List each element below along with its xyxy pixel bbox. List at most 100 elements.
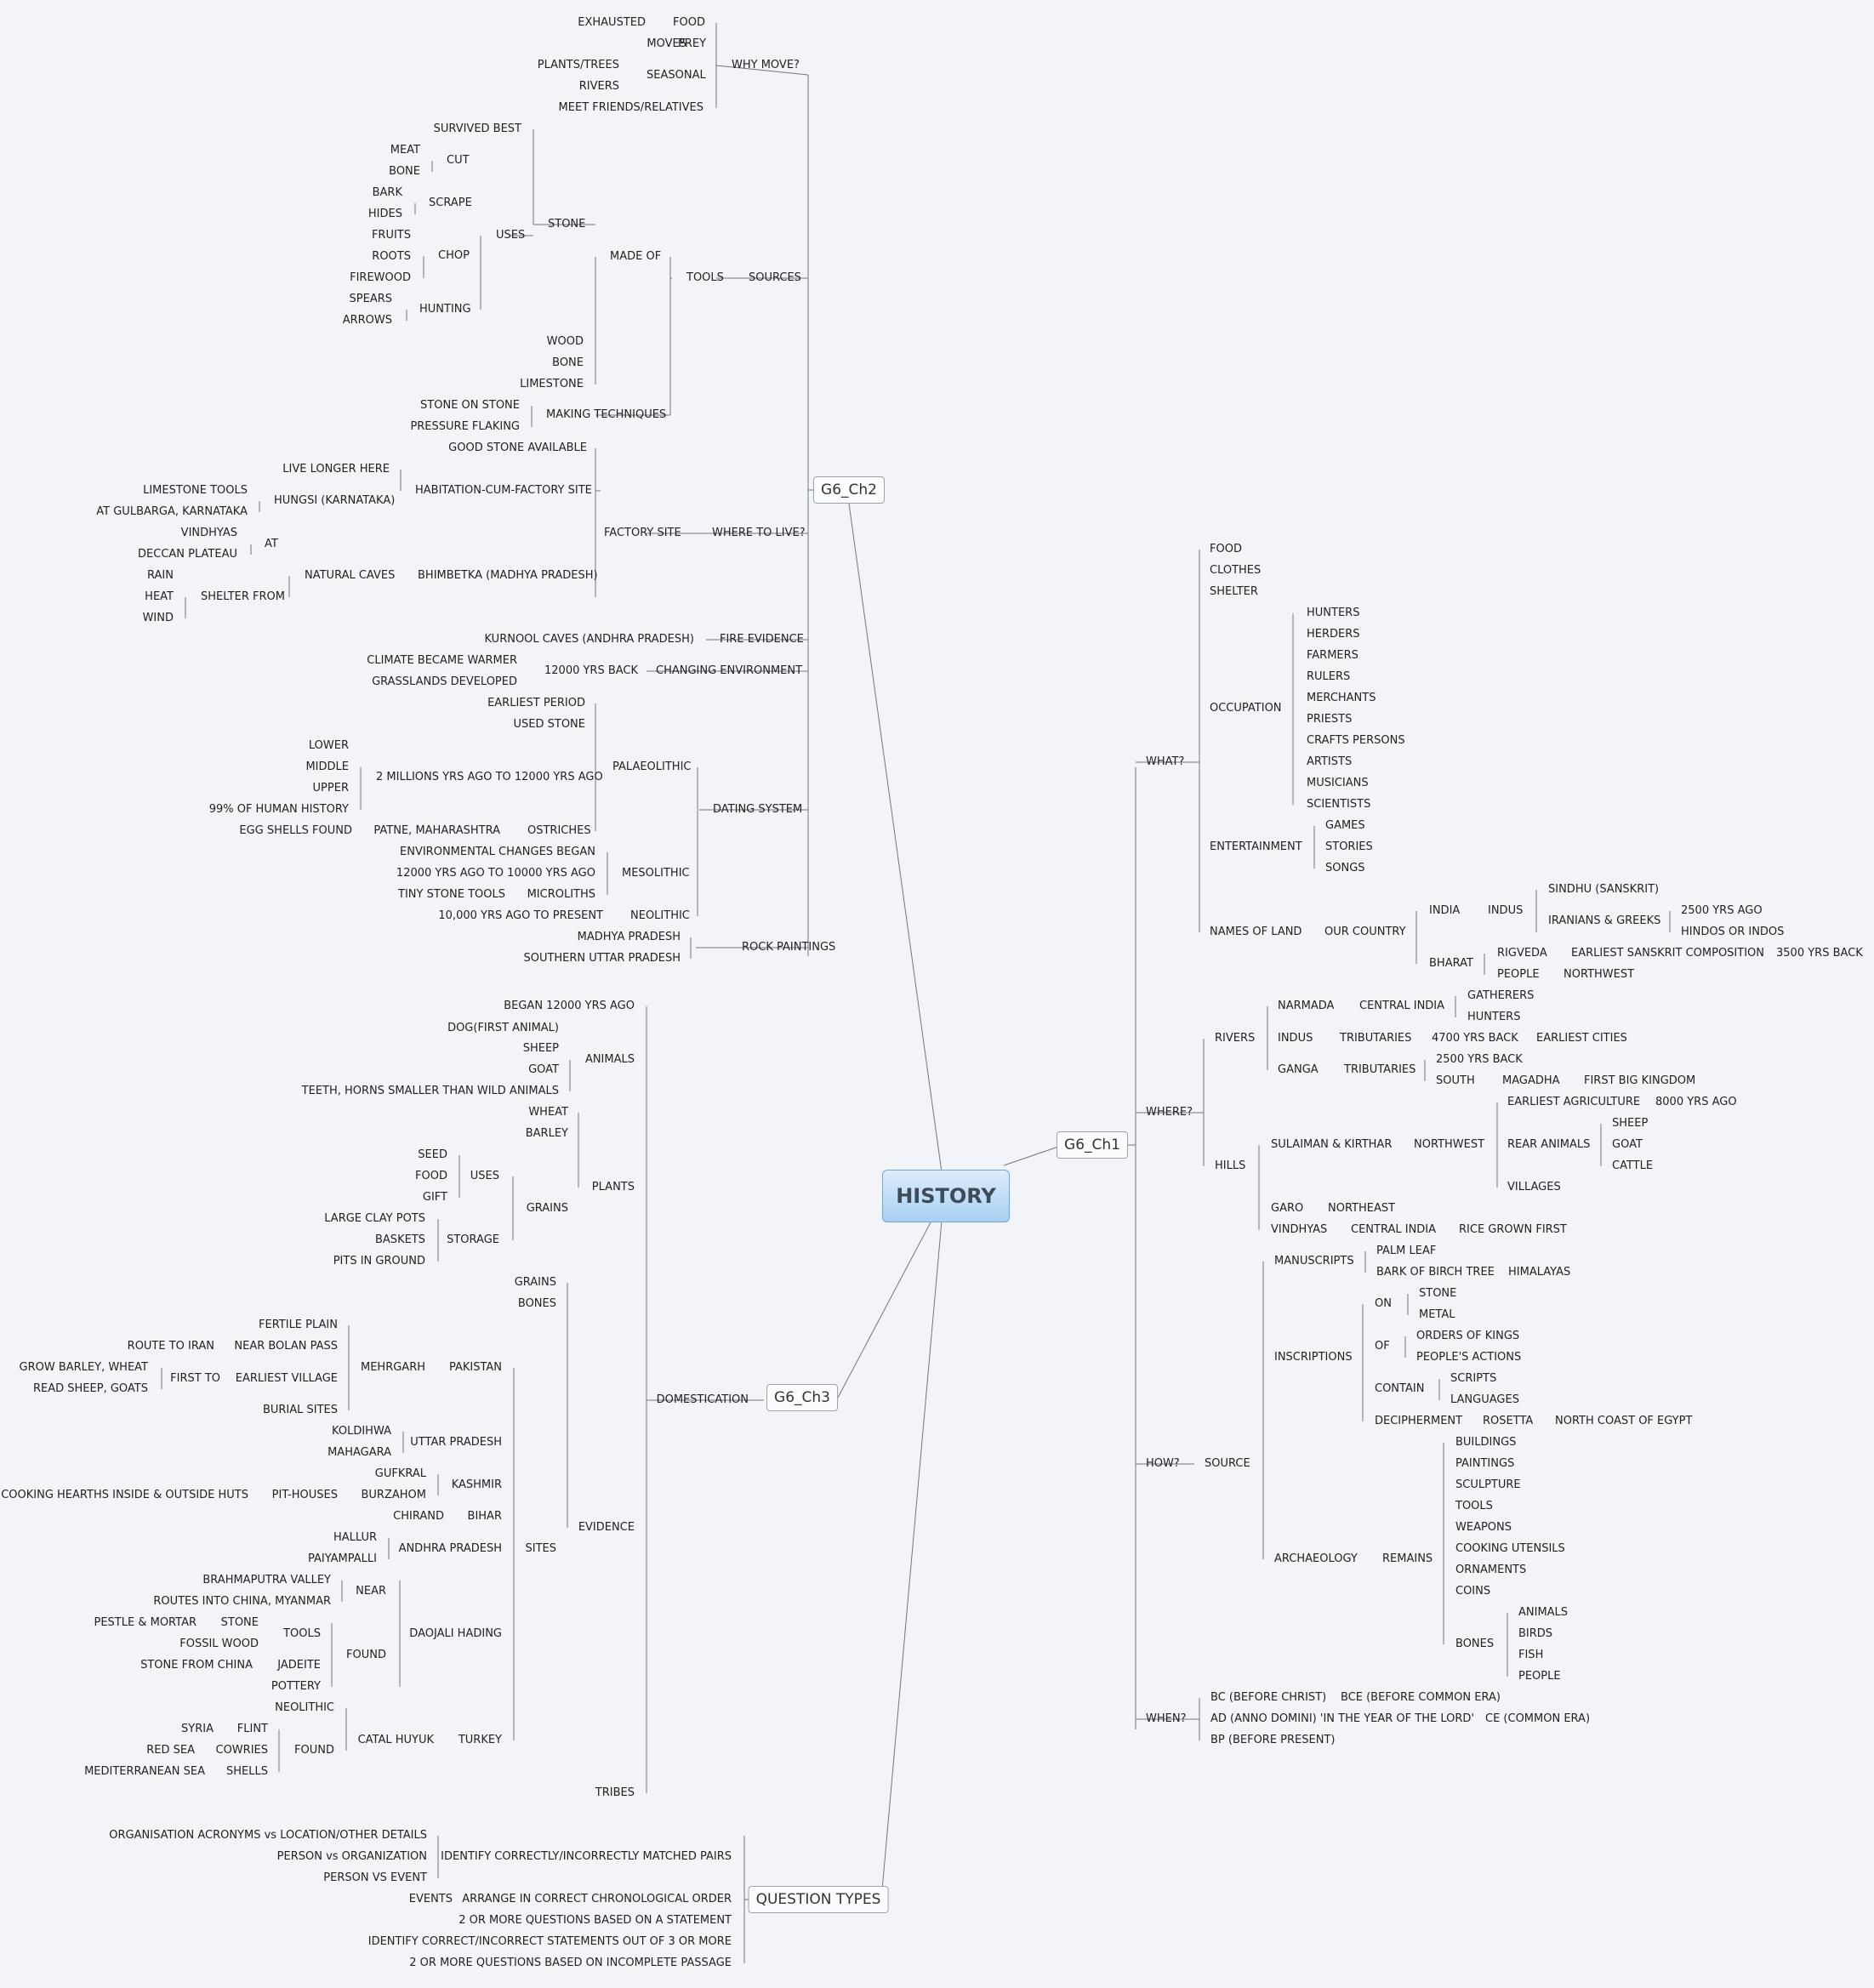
topic-ch1-food[interactable]: FOOD <box>1210 543 1242 555</box>
topic-ch2-bone2[interactable]: BONE <box>552 356 584 369</box>
topic-ch1-northwest2[interactable]: NORTHWEST <box>1414 1138 1485 1151</box>
topic-ch2-mesolithic[interactable]: MESOLITHIC <box>622 867 690 880</box>
topic-ch1-northwest1[interactable]: NORTHWEST <box>1564 968 1635 981</box>
topic-ch1-shelter[interactable]: SHELTER <box>1210 585 1258 598</box>
topic-ch1-bones[interactable]: BONES <box>1455 1638 1495 1650</box>
topic-ch1-crafts[interactable]: CRAFTS PERSONS <box>1307 734 1405 747</box>
topic-ch2-egg-shells[interactable]: EGG SHELLS FOUND <box>239 824 352 837</box>
topic-ch3-stone[interactable]: STONE <box>220 1616 259 1629</box>
topic-ch2-arrows[interactable]: ARROWS <box>342 314 392 327</box>
topic-ch1-fish[interactable]: FISH <box>1518 1649 1544 1661</box>
topic-ch1-tools[interactable]: TOOLS <box>1455 1500 1493 1512</box>
topic-ch2-bone1[interactable]: BONE <box>389 165 420 178</box>
topic-ch1-rulers[interactable]: RULERS <box>1307 670 1351 683</box>
topic-ch1-games[interactable]: GAMES <box>1325 819 1365 832</box>
topic-ch2-uses[interactable]: USES <box>496 229 526 242</box>
topic-ch3-pakistan[interactable]: PAKISTAN <box>448 1361 502 1374</box>
topic-ch3-tribes[interactable]: TRIBES <box>595 1786 635 1799</box>
topic-ch1-inscriptions[interactable]: INSCRIPTIONS <box>1274 1351 1353 1364</box>
topic-ch1-indus[interactable]: INDUS <box>1488 904 1524 917</box>
topic-ch1-palm-leaf[interactable]: PALM LEAF <box>1376 1245 1437 1257</box>
topic-qt-person-event[interactable]: PERSON VS EVENT <box>323 1871 427 1884</box>
topic-ch2-upper[interactable]: UPPER <box>312 782 349 795</box>
topic-ch1-of[interactable]: OF <box>1375 1340 1390 1353</box>
topic-ch3-storage[interactable]: STORAGE <box>447 1233 499 1246</box>
topic-ch2-tools[interactable]: TOOLS <box>686 271 724 284</box>
topic-ch2-good-stone[interactable]: GOOD STONE AVAILABLE <box>448 441 587 454</box>
topic-ch2-roots[interactable]: ROOTS <box>372 250 411 263</box>
topic-ch1-animals[interactable]: ANIMALS <box>1518 1606 1569 1619</box>
topic-ch2-grasslands[interactable]: GRASSLANDS DEVELOPED <box>372 675 517 688</box>
branch-ch3[interactable]: G6_Ch3 <box>766 1384 838 1411</box>
topic-ch2-meet-friends[interactable]: MEET FRIENDS/RELATIVES <box>558 101 703 114</box>
topic-ch1-stories[interactable]: STORIES <box>1325 840 1373 853</box>
topic-qt-2more-passage[interactable]: 2 OR MORE QUESTIONS BASED ON INCOMPLETE … <box>409 1957 732 1969</box>
topic-ch3-cowries[interactable]: COWRIES <box>215 1744 269 1757</box>
topic-ch1-gatherers[interactable]: GATHERERS <box>1467 989 1535 1002</box>
topic-ch3-mahagara[interactable]: MAHAGARA <box>328 1446 391 1459</box>
topic-ch2-hungsi[interactable]: HUNGSI (KARNATAKA) <box>274 494 396 507</box>
topic-ch1-remains[interactable]: REMAINS <box>1382 1552 1433 1565</box>
topic-ch1-musicians[interactable]: MUSICIANS <box>1307 777 1369 789</box>
topic-ch2-bark[interactable]: BARK <box>372 186 402 199</box>
topic-ch1-tributaries2[interactable]: TRIBUTARIES <box>1344 1063 1416 1076</box>
topic-ch1-northeast[interactable]: NORTHEAST <box>1328 1202 1396 1215</box>
topic-ch1-hunters2[interactable]: HUNTERS <box>1467 1011 1521 1023</box>
topic-ch1-where[interactable]: WHERE? <box>1146 1106 1193 1119</box>
topic-ch3-catal[interactable]: CATAL HUYUK <box>357 1734 434 1746</box>
topic-ch1-clothes[interactable]: CLOTHES <box>1210 564 1262 577</box>
topic-ch1-rigveda[interactable]: RIGVEDA <box>1497 947 1547 960</box>
topic-ch2-fire-evidence[interactable]: FIRE EVIDENCE <box>720 633 804 646</box>
topic-ch1-priests[interactable]: PRIESTS <box>1307 713 1353 726</box>
topic-ch1-8000[interactable]: 8000 YRS AGO <box>1655 1096 1737 1108</box>
topic-ch1-metal[interactable]: METAL <box>1419 1308 1455 1321</box>
topic-ch3-sheep[interactable]: SHEEP <box>522 1042 559 1055</box>
topic-qt-chronological[interactable]: ARRANGE IN CORRECT CHRONOLOGICAL ORDER <box>462 1893 732 1905</box>
topic-ch1-earliest-cities[interactable]: EARLIEST CITIES <box>1536 1032 1627 1045</box>
topic-ch1-manuscripts[interactable]: MANUSCRIPTS <box>1274 1255 1354 1267</box>
topic-ch2-kurnool[interactable]: KURNOOL CAVES (ANDHRA PRADESH) <box>484 633 695 646</box>
topic-ch1-orders[interactable]: ORDERS OF KINGS <box>1416 1330 1520 1342</box>
topic-ch2-spears[interactable]: SPEARS <box>349 293 392 305</box>
topic-ch3-began[interactable]: BEGAN 12000 YRS AGO <box>504 1000 635 1012</box>
topic-ch3-route-iran[interactable]: ROUTE TO IRAN <box>127 1340 214 1353</box>
topic-ch2-seasonal[interactable]: SEASONAL <box>647 69 706 82</box>
topic-ch1-cooking[interactable]: COOKING UTENSILS <box>1455 1542 1565 1555</box>
topic-ch3-wheat[interactable]: WHEAT <box>528 1106 568 1119</box>
topic-ch2-sources[interactable]: SOURCES <box>749 271 801 284</box>
topic-ch1-garo[interactable]: GARO <box>1271 1202 1304 1215</box>
topic-ch1-bp[interactable]: BP (BEFORE PRESENT) <box>1210 1734 1336 1746</box>
topic-ch3-turkey[interactable]: TURKEY <box>458 1734 502 1746</box>
branch-qt[interactable]: QUESTION TYPES <box>748 1886 889 1913</box>
topic-ch3-goat[interactable]: GOAT <box>528 1063 559 1076</box>
branch-ch1[interactable]: G6_Ch1 <box>1057 1131 1128 1159</box>
topic-ch2-changing-env[interactable]: CHANGING ENVIRONMENT <box>656 664 803 677</box>
topic-ch2-lower[interactable]: LOWER <box>308 739 349 752</box>
topic-ch2-why-move[interactable]: WHY MOVE? <box>732 59 800 71</box>
topic-ch3-grains[interactable]: GRAINS <box>526 1202 568 1215</box>
topic-ch1-tributaries1[interactable]: TRIBUTARIES <box>1340 1032 1412 1045</box>
topic-ch3-first-to[interactable]: FIRST TO <box>170 1372 220 1385</box>
topic-ch2-made-of[interactable]: MADE OF <box>610 250 662 263</box>
topic-ch2-10000-present[interactable]: 10,000 YRS AGO TO PRESENT <box>438 909 603 922</box>
topic-ch1-peoples-actions[interactable]: PEOPLE'S ACTIONS <box>1416 1351 1522 1364</box>
topic-ch2-patne[interactable]: PATNE, MAHARASHTRA <box>373 824 500 837</box>
topic-ch2-gulbarga[interactable]: AT GULBARGA, KARNATAKA <box>96 505 248 518</box>
topic-ch3-burial[interactable]: BURIAL SITES <box>262 1404 338 1416</box>
topic-ch2-ostriches[interactable]: OSTRICHES <box>527 824 591 837</box>
topic-ch3-dog[interactable]: DOG(FIRST ANIMAL) <box>447 1022 559 1034</box>
topic-ch2-rivers[interactable]: RIVERS <box>578 80 619 93</box>
topic-ch2-rock-paintings[interactable]: ROCK PAINTINGS <box>742 941 836 954</box>
topic-ch3-read-sheep[interactable]: READ SHEEP, GOATS <box>33 1382 148 1395</box>
topic-ch3-animals[interactable]: ANIMALS <box>584 1053 635 1066</box>
topic-ch3-fossil-wood[interactable]: FOSSIL WOOD <box>179 1638 259 1650</box>
topic-ch3-sites[interactable]: SITES <box>525 1542 557 1555</box>
topic-ch2-dating[interactable]: DATING SYSTEM <box>713 803 803 816</box>
topic-ch1-ad[interactable]: AD (ANNO DOMINI) 'IN THE YEAR OF THE LOR… <box>1210 1712 1474 1725</box>
topic-ch1-archaeology[interactable]: ARCHAEOLOGY <box>1274 1552 1358 1565</box>
topic-ch3-shells[interactable]: SHELLS <box>226 1765 268 1778</box>
topic-ch1-decipherment[interactable]: DECIPHERMENT <box>1375 1415 1463 1427</box>
topic-ch1-indus2[interactable]: INDUS <box>1278 1032 1313 1045</box>
topic-ch3-gift[interactable]: GIFT <box>422 1191 447 1204</box>
topic-ch2-at[interactable]: AT <box>265 538 278 550</box>
